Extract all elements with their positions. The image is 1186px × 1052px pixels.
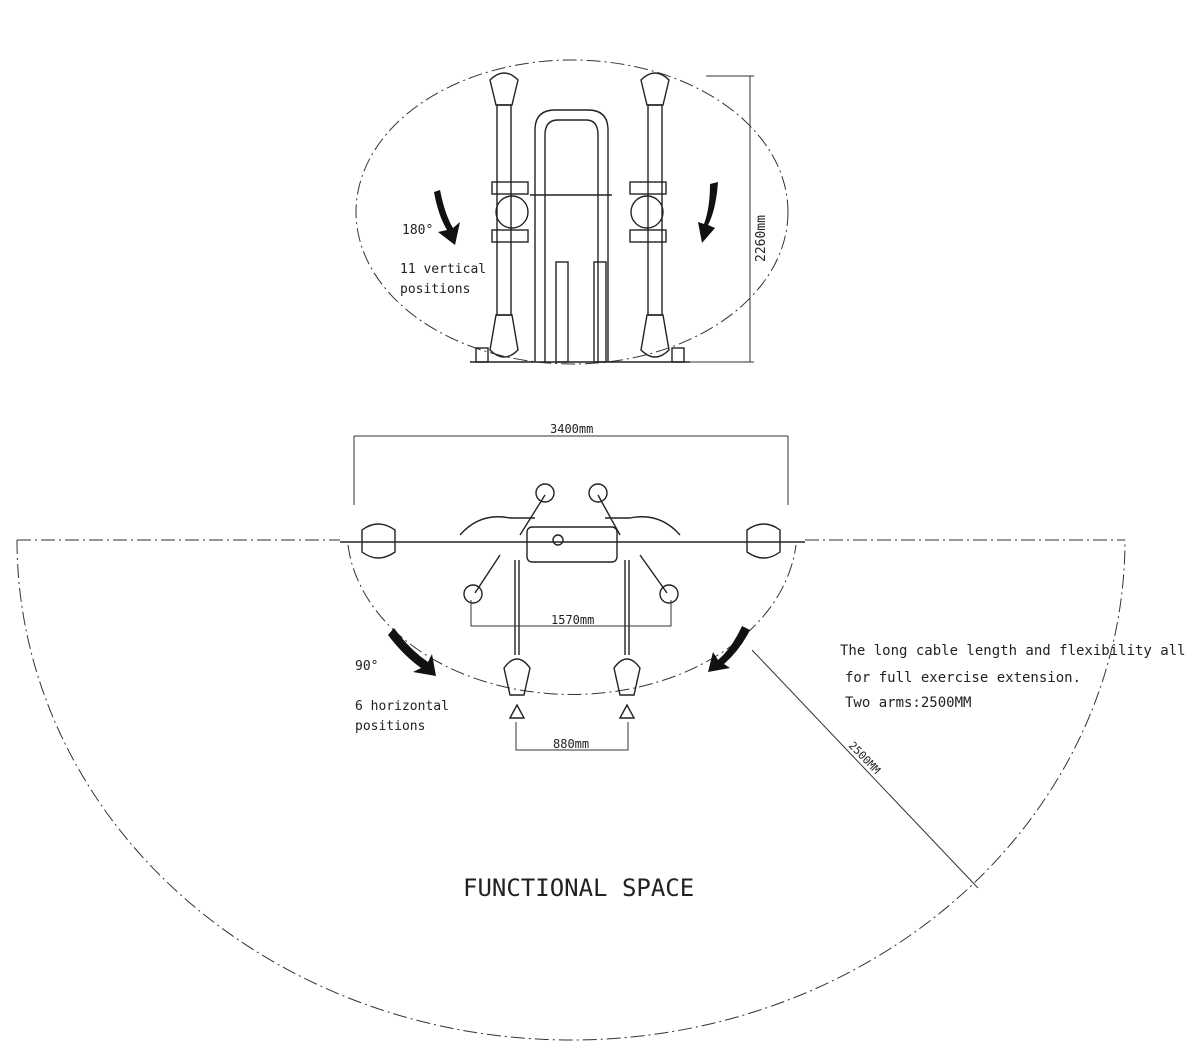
radius-dimension: 2500MM xyxy=(846,739,883,777)
front-view: 2260mm 180° 11 vertical positions xyxy=(355,59,789,365)
note-line1: The long cable length and flexibility al… xyxy=(840,643,1186,659)
horizontal-rotation-range xyxy=(347,544,797,695)
rotation-arrow-right-icon xyxy=(708,626,750,672)
machine-body xyxy=(526,526,618,563)
rotation-label: 90° xyxy=(355,659,378,674)
left-arm-column xyxy=(496,104,512,316)
functional-space-boundary xyxy=(16,539,1126,1041)
rotation-arrow-right-icon xyxy=(698,182,718,243)
radius-dimension-line xyxy=(751,649,979,889)
arm-spacing-dimension: 880mm xyxy=(553,737,589,751)
top-view: 3400mm 1570mm 880mm 90° 6 horizontal pos… xyxy=(16,422,1186,1041)
functional-space-label: FUNCTIONAL SPACE xyxy=(463,874,694,902)
note-line3: Two arms:2500MM xyxy=(845,695,971,711)
rotation-label: 180° xyxy=(402,223,433,238)
height-dimension: 2260mm xyxy=(754,215,769,262)
positions-label-line1: 6 horizontal xyxy=(355,699,449,714)
tower-frame xyxy=(534,109,609,362)
positions-label-line1: 11 vertical xyxy=(400,262,486,277)
weight-stack-right xyxy=(593,261,607,363)
weight-stack-left xyxy=(555,261,569,363)
inner-width-dimension: 1570mm xyxy=(551,613,594,627)
positions-label-line2: positions xyxy=(355,719,425,734)
width-dimension: 3400mm xyxy=(550,422,593,436)
note-line2: for full exercise extension. xyxy=(845,670,1081,686)
positions-label-line2: positions xyxy=(400,282,470,297)
right-arm-column xyxy=(647,104,663,316)
rotation-arrow-left-icon xyxy=(434,190,460,245)
rotation-arrow-left-icon xyxy=(388,628,436,676)
vertical-rotation-range xyxy=(355,59,789,365)
